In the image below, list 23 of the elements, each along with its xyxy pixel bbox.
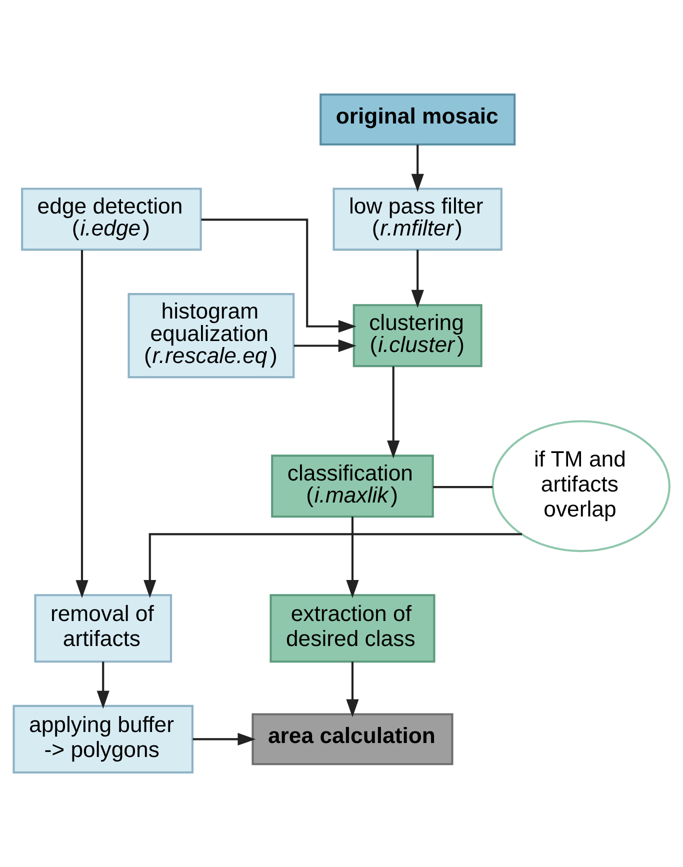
node-box: area calculation xyxy=(252,713,454,766)
arrow xyxy=(201,218,356,333)
arrow xyxy=(387,366,400,458)
arrow xyxy=(192,732,256,746)
node-box: clustering (i.cluster) xyxy=(352,304,482,368)
node-ellipse: if TM and artifacts overlap xyxy=(492,420,670,552)
node-box: low pass filter (r.mfilter) xyxy=(332,188,502,251)
node-box: histogram equalization (r.rescale.eq) xyxy=(128,293,295,378)
node-box: classification (i.maxlik) xyxy=(271,454,434,518)
arrow xyxy=(96,662,110,709)
arrow xyxy=(411,250,424,308)
node-box: applying buffer -> polygons xyxy=(12,704,194,774)
node-box: original mosaic xyxy=(320,94,516,146)
arrow xyxy=(411,144,424,192)
arrow xyxy=(346,662,359,718)
connector xyxy=(433,486,493,488)
node-box: edge detection (i.edge) xyxy=(21,188,202,251)
node-box: removal of artifacts xyxy=(34,594,172,663)
arrow xyxy=(76,250,88,598)
node-box: extraction of desired class xyxy=(270,594,436,663)
arrow xyxy=(346,516,359,598)
arrow xyxy=(144,533,522,598)
arrow xyxy=(294,339,356,352)
